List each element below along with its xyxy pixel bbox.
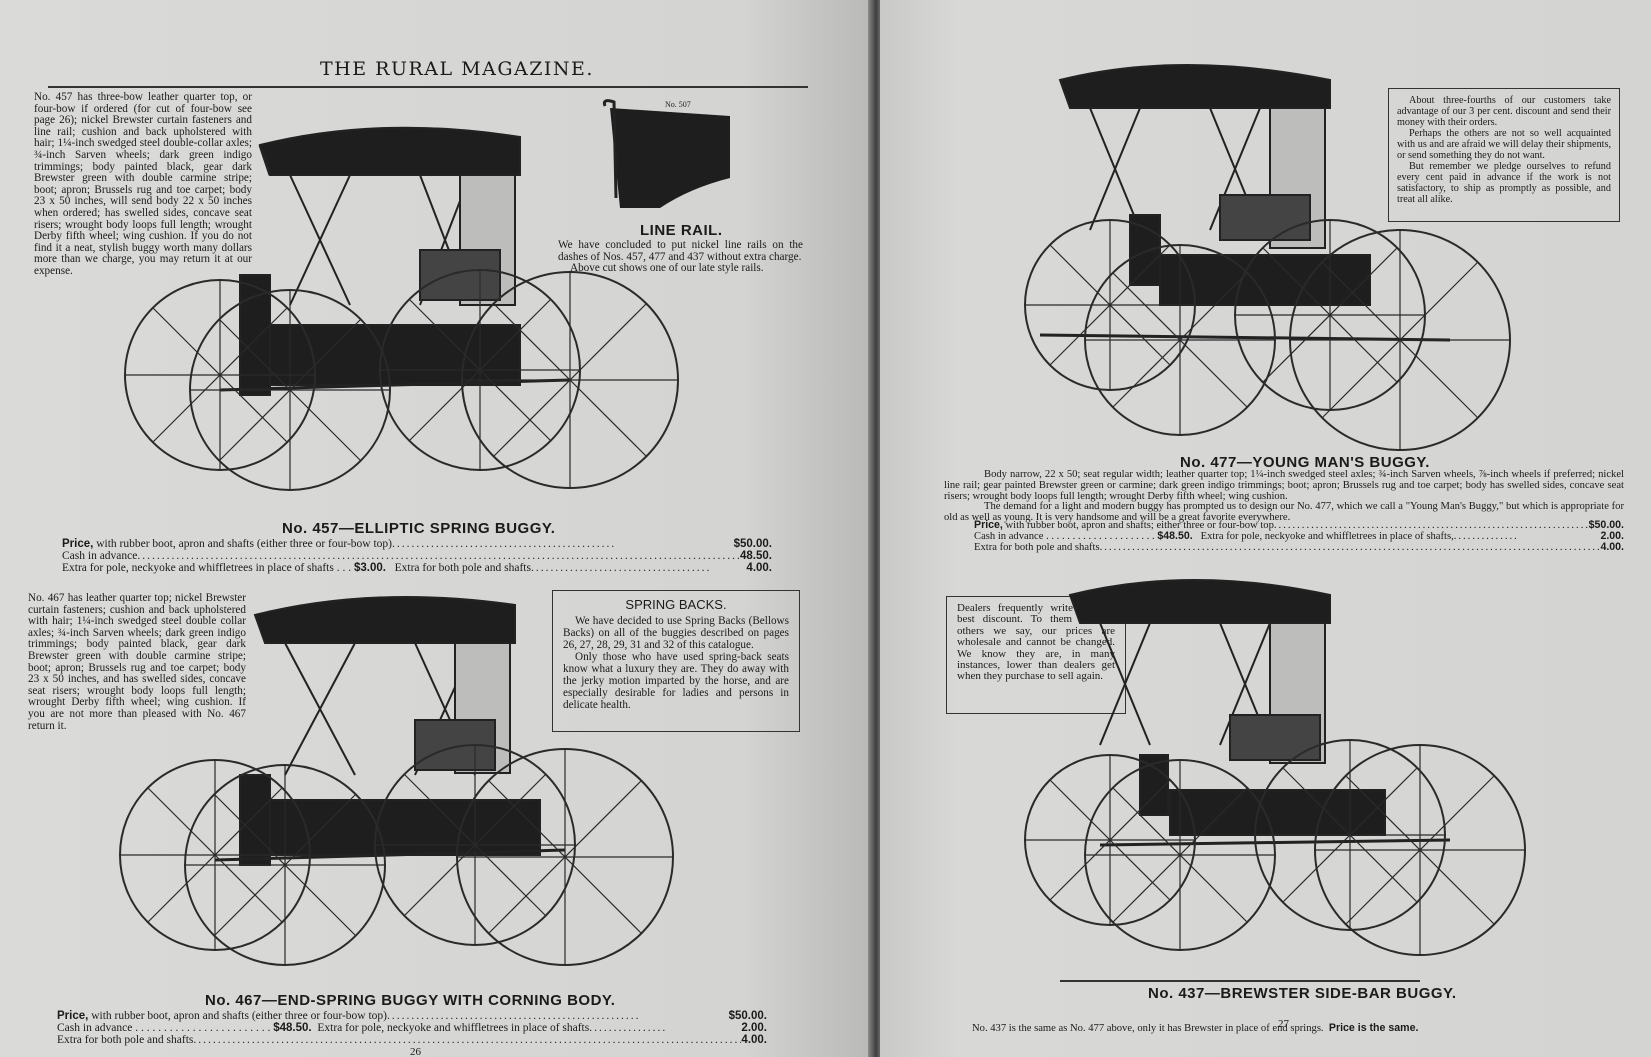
price-label: Price, <box>62 538 94 550</box>
buggy-437-note-price: Price is the same. <box>1328 1022 1419 1034</box>
extra-row: Extra for both pole and shafts .........… <box>57 1034 767 1046</box>
buggy-437-note-text: No. 437 is the same as No. 477 above, on… <box>972 1023 1324 1034</box>
buggy-457-illustration <box>124 126 679 491</box>
wheel-spokes <box>125 270 678 490</box>
buggy-457-description: No. 457 has three-bow leather quarter to… <box>34 91 252 277</box>
customers-box-text-2: Perhaps the others are not so well acqua… <box>1397 128 1611 161</box>
extra-row: Extra for pole, neckyoke and whiffletree… <box>62 562 772 574</box>
buggy-477-illustration <box>1024 64 1511 451</box>
buggy-457-caption: No. 457—ELLIPTIC SPRING BUGGY. <box>282 520 556 537</box>
buggy-467-description: No. 467 has leather quarter top; nickel … <box>28 592 246 732</box>
line-rail-illustration <box>602 99 730 208</box>
cash-row: Cash in advance . . . . . . . . . . . . … <box>974 530 1624 543</box>
page-header-title: THE RURAL MAGAZINE. <box>320 58 594 80</box>
cash-row: Cash in advance ........................… <box>62 550 772 562</box>
price-text: with rubber boot, apron and shafts (eith… <box>91 1010 388 1022</box>
extra-both-text: Extra for both pole and shafts <box>974 542 1100 553</box>
buggy-437-illustration <box>1024 579 1526 956</box>
spring-backs-text-2: Only those who have used spring-back sea… <box>563 651 789 711</box>
extra-pole-value: 2.00. <box>1600 530 1624 542</box>
extra-both-text: Extra for both pole and shafts <box>57 1034 194 1046</box>
buggy-477-caption: No. 477—YOUNG MAN'S BUGGY. <box>1180 454 1430 471</box>
cash-value: $48.50. <box>1157 530 1193 542</box>
price-row: Price, with rubber boot, apron and shaft… <box>974 519 1624 532</box>
price-value: $50.00. <box>1588 519 1624 531</box>
buggy-467-caption: No. 467—END-SPRING BUGGY WITH CORNING BO… <box>205 992 616 1009</box>
dealers-discount-box: Dealers frequently write for our best di… <box>946 596 1126 714</box>
spring-backs-text-1: We have decided to use Spring Backs (Bel… <box>563 615 789 651</box>
cash-row: Cash in advance . . . . . . . . . . . . … <box>57 1022 767 1034</box>
price-label: Price, <box>974 519 1003 531</box>
extra-both-value: 4.00. <box>1600 541 1624 553</box>
cash-value: $48.50. <box>273 1022 312 1034</box>
header-rule <box>48 86 808 88</box>
extra-pole-text: Extra for pole, neckyoke and whiffletree… <box>1200 531 1454 542</box>
buggy-477-description-1: Body narrow, 22 x 50; seat regular width… <box>944 469 1624 502</box>
price-value: $50.00. <box>728 1010 767 1022</box>
spring-backs-box: SPRING BACKS. We have decided to use Spr… <box>552 590 800 732</box>
buggy-457-prices: Price, with rubber boot, apron and shaft… <box>62 538 772 574</box>
buggy-437-caption: No. 437—BREWSTER SIDE-BAR BUGGY. <box>1148 985 1457 1002</box>
extra-both-text: Extra for both pole and shafts <box>394 562 531 574</box>
extra-pole-text: Extra for pole, neckyoke and whiffletree… <box>62 562 334 574</box>
left-page: THE RURAL MAGAZINE. No. 457 has three-bo… <box>0 0 872 1057</box>
extra-pole-text: Extra for pole, neckyoke and whiffletree… <box>317 1022 590 1034</box>
cash-value: 48.50. <box>740 550 772 562</box>
price-label: Price, <box>57 1010 89 1022</box>
price-row: Price, with rubber boot, apron and shaft… <box>62 538 772 550</box>
line-rail-text-2: Above cut shows one of our late style ra… <box>570 262 764 275</box>
extra-row: Extra for both pole and shafts .........… <box>974 541 1624 554</box>
customers-box-text-3: But remember we pledge ourselves to refu… <box>1397 161 1611 205</box>
page-number: 26 <box>410 1046 421 1057</box>
spring-backs-title: SPRING BACKS. <box>625 597 727 612</box>
price-row: Price, with rubber boot, apron and shaft… <box>57 1010 767 1022</box>
extra-both-value: 4.00. <box>741 1034 767 1046</box>
buggy-467-prices: Price, with rubber boot, apron and shaft… <box>57 1010 767 1046</box>
price-text: with rubber boot, apron and shafts (eith… <box>96 538 393 550</box>
price-value: $50.00. <box>733 538 772 550</box>
line-rail-number: No. 507 <box>665 100 691 109</box>
extra-pole-value: $3.00. <box>353 562 386 574</box>
line-rail-text: We have concluded to put nickel line rai… <box>558 239 803 275</box>
cash-text: Cash in advance <box>62 550 138 562</box>
buggy-477-prices: Price, with rubber boot, apron and shaft… <box>974 519 1624 554</box>
buggy-477-description: Body narrow, 22 x 50; seat regular width… <box>944 469 1624 524</box>
right-page: About three-fourths of our customers tak… <box>880 0 1651 1057</box>
buggy-467-illustration <box>119 596 674 966</box>
extra-pole-value: 2.00. <box>741 1022 767 1034</box>
line-rail-text-1: We have concluded to put nickel line rai… <box>558 239 803 263</box>
price-text: with rubber boot, apron and shafts; eith… <box>1005 520 1274 531</box>
caption-rule <box>1060 980 1420 982</box>
cash-text: Cash in advance <box>57 1022 133 1034</box>
customers-discount-box: About three-fourths of our customers tak… <box>1388 88 1620 222</box>
buggy-477-description-2: The demand for a light and modern buggy … <box>944 501 1624 524</box>
cash-text: Cash in advance <box>974 531 1044 542</box>
customers-box-text-1: About three-fourths of our customers tak… <box>1397 95 1611 128</box>
buggy-437-note: No. 437 is the same as No. 477 above, on… <box>972 1022 1418 1035</box>
extra-both-value: 4.00. <box>746 562 772 574</box>
page-number: 27 <box>1278 1018 1289 1030</box>
line-rail-title: LINE RAIL. <box>640 222 723 239</box>
